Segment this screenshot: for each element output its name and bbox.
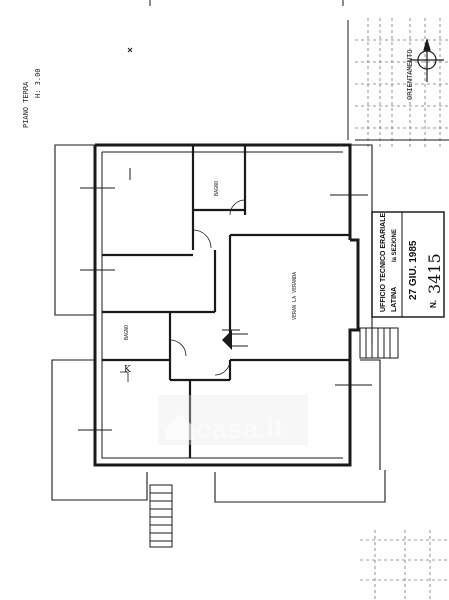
door-swings	[120, 199, 246, 382]
north-arrow-icon	[410, 37, 444, 82]
stamp-date: 27 GIU. 1985	[408, 240, 419, 300]
floor-title: PIANO TERRA	[22, 81, 30, 128]
watermark: casa.it	[158, 395, 308, 445]
stamp-city: LATINA	[391, 287, 398, 312]
room-label-bagno-top: BAGNO	[214, 181, 220, 196]
sheet-frame	[347, 20, 449, 141]
stairs-right	[359, 327, 399, 359]
stamp-office: UFFICIO TECNICO ERARIALE	[380, 213, 387, 312]
stamp-number: 3415	[425, 253, 444, 294]
sheet-grid	[355, 18, 449, 600]
tax-office-stamp	[371, 211, 445, 318]
orientation-label: ORIENTAMENTO	[406, 49, 414, 100]
stamp-number-prefix: N.	[429, 300, 438, 308]
kitchen-mark: K	[124, 365, 131, 375]
room-label-veranda: VERAN LA VERANDA	[292, 272, 298, 320]
house-logo-icon	[165, 414, 195, 440]
stamp-section: Ia SEZIONE	[392, 229, 398, 262]
window-marks	[78, 168, 372, 431]
stairs-bottom	[149, 484, 173, 548]
entrance-arrow-icon	[222, 330, 248, 350]
scan-marks	[127, 0, 344, 53]
exterior-walls	[93, 143, 360, 467]
room-label-bagno-mid: BAGNO	[124, 325, 130, 340]
height-label: H: 3.00	[34, 68, 42, 98]
interior-walls	[102, 145, 350, 458]
watermark-text: casa.it	[196, 413, 283, 444]
